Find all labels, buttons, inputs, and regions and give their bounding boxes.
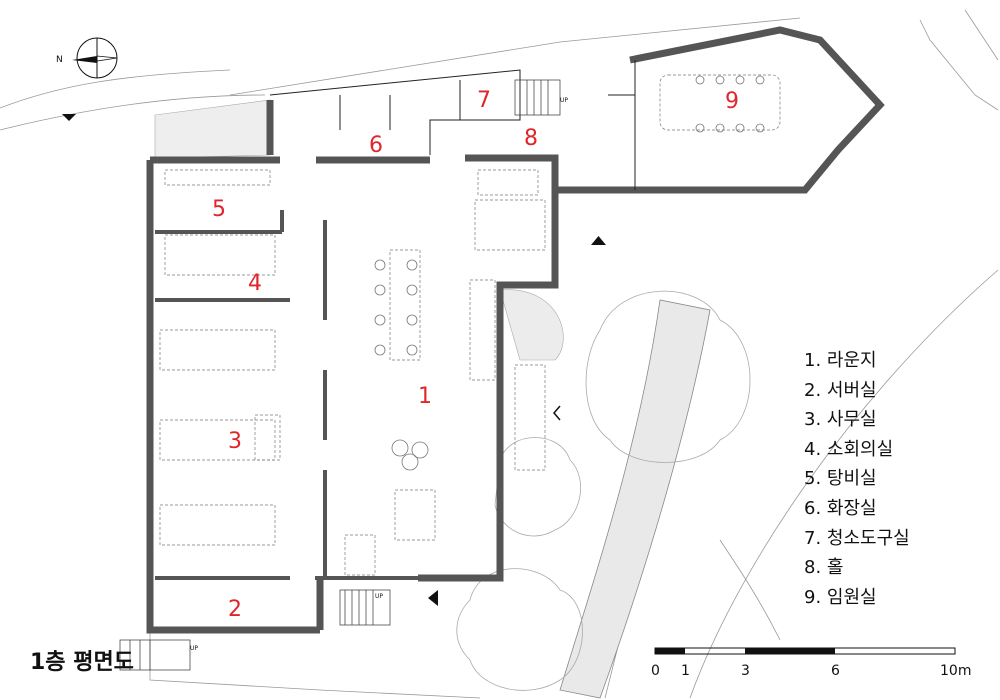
landscape-strip [154,99,711,699]
north-arrow [72,37,118,79]
room-number-4: 4 [248,271,262,296]
room-number-7: 7 [477,88,491,113]
lounge-furniture [344,74,781,576]
entrance-marker [591,236,606,245]
thin-walls [269,60,636,190]
plan-title: 1층 평면도 [30,650,134,675]
north-label: N [56,55,63,65]
room-number-1: 1 [418,384,432,409]
office-desks [159,169,281,546]
legend-item: 6. 화장실 [804,497,877,519]
legend-item: 9. 임원실 [804,586,877,608]
walls [146,26,885,634]
stairs [119,79,561,671]
room-number-6: 6 [369,133,383,158]
scale-tick-label: 10m [940,663,971,679]
room-number-9: 9 [725,89,739,114]
scale-tick-label: 0 [651,663,660,679]
scale-tick-label: 1 [681,663,690,679]
entrance-marker [62,114,76,121]
entrance-marker [428,590,438,606]
legend-item: 1. 라운지 [804,350,877,371]
legend-item: 5. 탕비실 [804,468,877,490]
scale-bar [654,647,956,655]
chairs [374,75,765,471]
room-number-5: 5 [212,197,226,222]
scale-tick-label: 6 [831,663,840,679]
legend-item: 8. 홀 [804,557,844,579]
room-number-3: 3 [228,429,242,454]
site-outline [0,9,999,699]
stair-up-label: UP [190,645,198,652]
room-number-8: 8 [524,126,538,151]
legend-item: 7. 청소도구실 [804,527,910,549]
scale-tick-label: 3 [741,663,750,679]
legend-item: 3. 사무실 [804,409,877,431]
legend-item: 4. 소회의실 [804,438,894,460]
legend-item: 2. 서버실 [804,379,877,401]
entrance-marker [553,405,561,421]
stair-up-label: UP [560,97,568,104]
stair-up-label: UP [375,593,383,600]
room-number-2: 2 [228,597,242,622]
partition-walls [155,210,420,580]
trees [456,290,751,691]
room-legend: 1. 라운지 2. 서버실 3. 사무실 4. 소회의실 5. 탕비실 6. 화… [804,346,910,612]
